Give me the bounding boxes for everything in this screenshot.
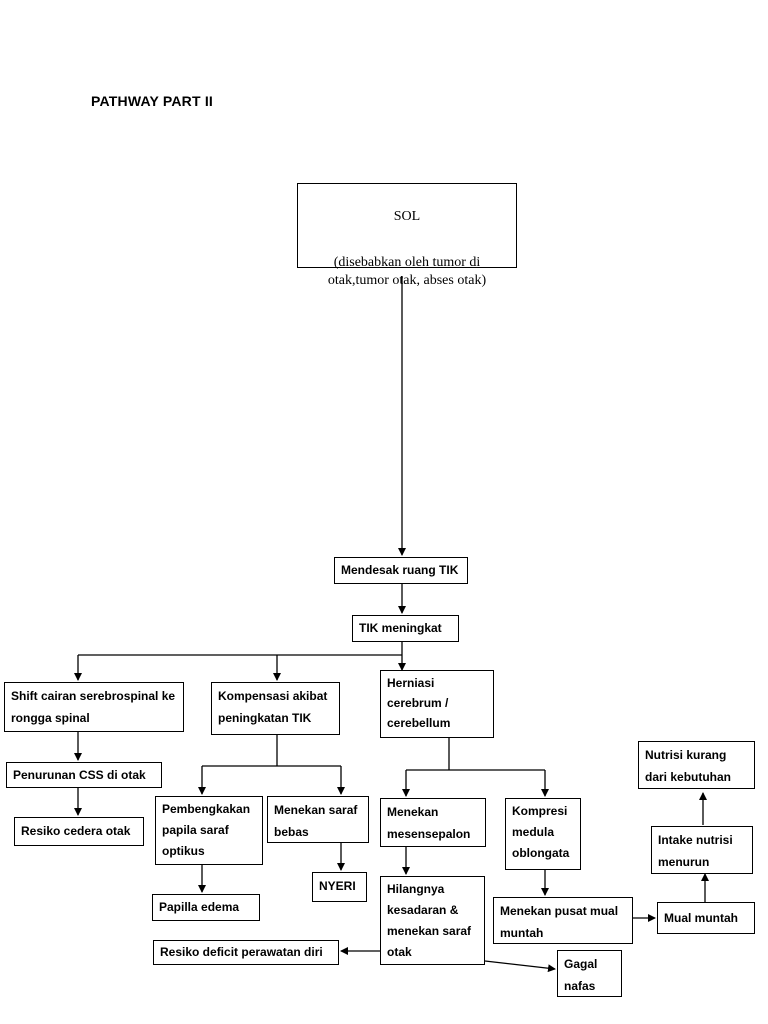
node-mual-muntah: Mual muntah [657,902,755,934]
node-resiko-cedera-otak: Resiko cedera otak [14,817,144,846]
page-title: PATHWAY PART II [91,93,214,109]
arrow-hilangnya-gagal [484,960,556,973]
node-tik-meningkat: TIK meningkat [352,615,459,642]
node-herniasi: Herniasi cerebrum / cerebellum [380,670,494,738]
node-pembengkakan: Pembengkakan papila saraf optikus [155,796,263,865]
node-kompensasi: Kompensasi akibat peningkatan TIK [211,682,340,735]
node-menekan-mesensepalon: Menekan mesensepalon [380,798,486,847]
node-nyeri: NYERI [312,872,367,902]
node-papilla-edema: Papilla edema [152,894,260,921]
node-gagal-nafas: Gagal nafas [557,950,622,997]
node-intake-nutrisi: Intake nutrisi menurun [651,826,753,874]
node-mendesak-ruang-tik: Mendesak ruang TIK [334,557,468,584]
node-menekan-pusat-mual: Menekan pusat mual muntah [493,897,633,944]
node-penurunan-css: Penurunan CSS di otak [6,762,162,788]
sol-title: SOL [393,209,421,224]
node-shift-cairan: Shift cairan serebrospinal ke rongga spi… [4,682,184,732]
sol-description: (disebabkan oleh tumor di otak,tumor ota… [327,255,487,288]
sol-node: SOL (disebabkan oleh tumor di otak,tumor… [297,183,517,288]
node-hilangnya-kesadaran: Hilangnya kesadaran & menekan saraf otak [380,876,485,965]
node-menekan-saraf-bebas: Menekan saraf bebas [267,796,369,843]
node-kompresi-medula: Kompresi medula oblongata [505,798,581,870]
node-nutrisi-kurang: Nutrisi kurang dari kebutuhan [638,741,755,789]
node-resiko-deficit: Resiko deficit perawatan diri [153,940,339,965]
